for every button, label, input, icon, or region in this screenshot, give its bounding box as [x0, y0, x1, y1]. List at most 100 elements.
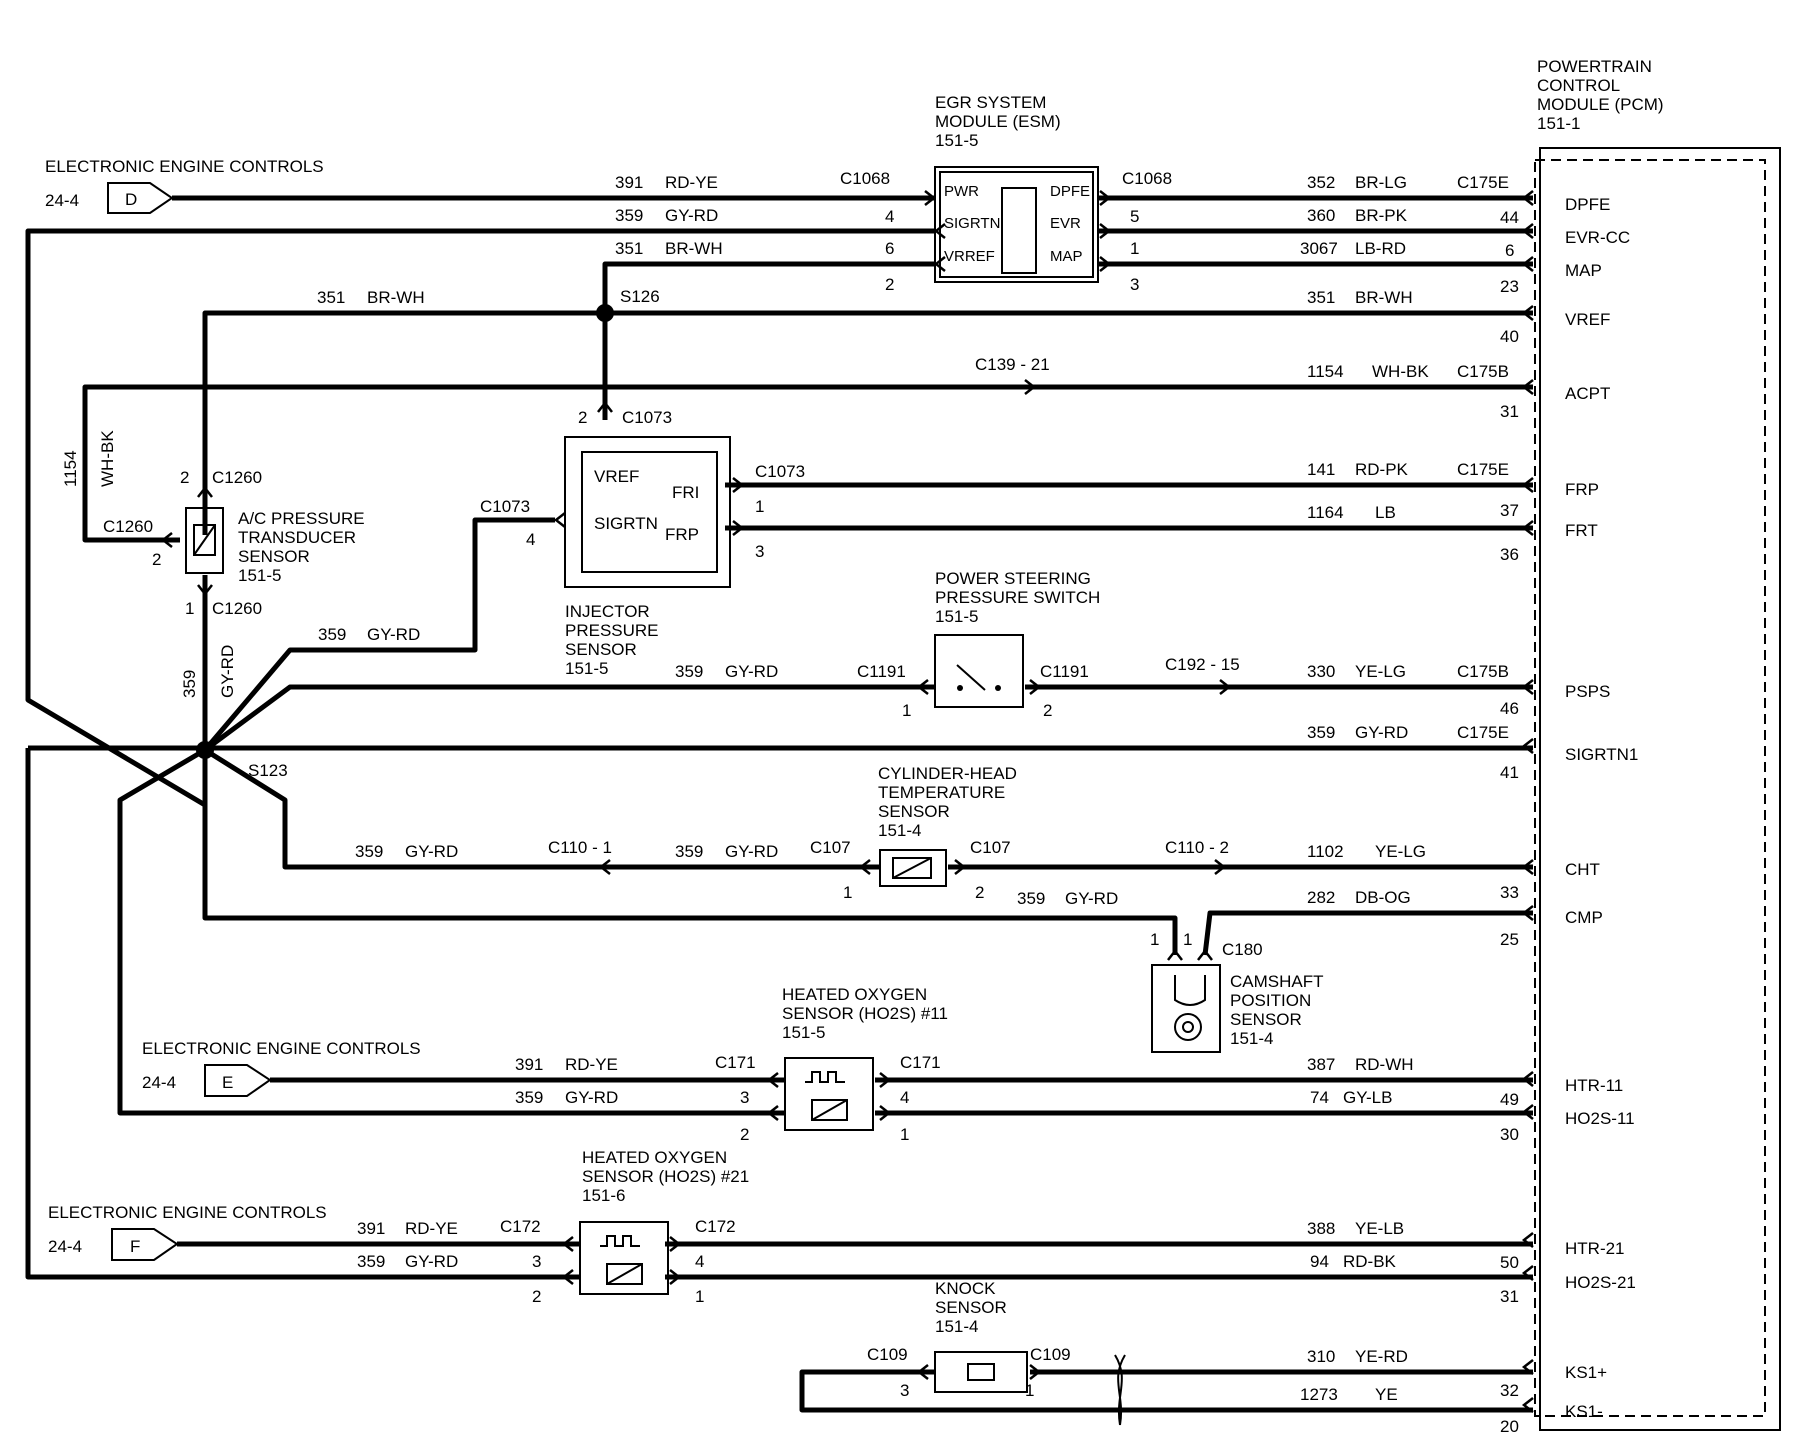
svg-text:RD-PK: RD-PK	[1355, 460, 1409, 479]
pin-evr-cc: EVR-CC	[1565, 228, 1630, 247]
svg-text:1: 1	[843, 883, 852, 902]
svg-text:359: 359	[675, 662, 703, 681]
svg-text:2: 2	[975, 883, 984, 902]
svg-text:151-5: 151-5	[238, 566, 281, 585]
svg-text:74: 74	[1310, 1088, 1329, 1107]
svg-text:3: 3	[1130, 275, 1139, 294]
svg-text:359: 359	[357, 1252, 385, 1271]
svg-text:31: 31	[1500, 1287, 1519, 1306]
svg-text:HEATED OXYGEN: HEATED OXYGEN	[782, 985, 927, 1004]
svg-text:141: 141	[1307, 460, 1335, 479]
svg-text:3: 3	[755, 542, 764, 561]
svg-text:33: 33	[1500, 883, 1519, 902]
svg-text:2: 2	[740, 1125, 749, 1144]
svg-text:94: 94	[1310, 1252, 1329, 1271]
pin-ho2s-21: HO2S-21	[1565, 1273, 1636, 1292]
svg-text:359: 359	[515, 1088, 543, 1107]
svg-text:1: 1	[1025, 1381, 1034, 1400]
svg-text:C1191: C1191	[857, 662, 906, 681]
svg-text:BR-WH: BR-WH	[1355, 288, 1413, 307]
svg-text:ELECTRONIC ENGINE CONTROLS: ELECTRONIC ENGINE CONTROLS	[48, 1203, 327, 1222]
svg-text:360: 360	[1307, 206, 1335, 225]
svg-text:5: 5	[1130, 207, 1139, 226]
svg-text:S123: S123	[248, 761, 288, 780]
svg-text:GY-RD: GY-RD	[218, 645, 237, 698]
svg-text:C1068: C1068	[1122, 169, 1172, 188]
svg-text:ELECTRONIC ENGINE CONTROLS: ELECTRONIC ENGINE CONTROLS	[45, 157, 324, 176]
pin-ks1-minus: KS1-	[1565, 1402, 1603, 1421]
svg-text:DPFE: DPFE	[1050, 183, 1090, 200]
power-steering-switch: POWER STEERING PRESSURE SWITCH 151-5	[934, 569, 1100, 708]
pin-ho2s-11: HO2S-11	[1565, 1109, 1635, 1128]
pin-htr-21: HTR-21	[1565, 1239, 1625, 1258]
svg-text:E: E	[222, 1073, 233, 1092]
svg-text:SENSOR: SENSOR	[878, 802, 950, 821]
svg-text:GY-RD: GY-RD	[405, 842, 458, 861]
svg-text:41: 41	[1500, 763, 1519, 782]
svg-text:40: 40	[1500, 327, 1519, 346]
svg-text:PWR: PWR	[944, 183, 979, 200]
svg-text:6: 6	[885, 239, 894, 258]
source-d: ELECTRONIC ENGINE CONTROLS 24-4 D	[45, 157, 324, 214]
svg-text:4: 4	[885, 207, 894, 226]
svg-text:D: D	[125, 190, 137, 209]
svg-text:1: 1	[755, 497, 764, 516]
svg-text:1: 1	[185, 599, 194, 618]
svg-text:GY-RD: GY-RD	[665, 206, 718, 225]
svg-text:VREF: VREF	[594, 467, 639, 486]
svg-text:F: F	[130, 1237, 140, 1256]
svg-text:391: 391	[515, 1055, 543, 1074]
pin-frp: FRP	[1565, 480, 1599, 499]
svg-text:391: 391	[357, 1219, 385, 1238]
svg-text:C1073: C1073	[755, 462, 805, 481]
svg-text:GY-RD: GY-RD	[1355, 723, 1408, 742]
svg-text:31: 31	[1500, 402, 1519, 421]
svg-text:RD-YE: RD-YE	[565, 1055, 618, 1074]
svg-text:30: 30	[1500, 1125, 1519, 1144]
wires	[25, 195, 1533, 1426]
svg-text:MODULE (ESM): MODULE (ESM)	[935, 112, 1061, 131]
svg-text:359: 359	[1307, 723, 1335, 742]
svg-text:DB-OG: DB-OG	[1355, 888, 1411, 907]
svg-text:1154: 1154	[61, 450, 80, 487]
svg-text:36: 36	[1500, 545, 1519, 564]
svg-text:SENSOR: SENSOR	[565, 640, 637, 659]
svg-text:ELECTRONIC ENGINE CONTROLS: ELECTRONIC ENGINE CONTROLS	[142, 1039, 421, 1058]
svg-text:388: 388	[1307, 1219, 1335, 1238]
svg-text:C175E: C175E	[1457, 723, 1509, 742]
svg-text:4: 4	[526, 530, 535, 549]
svg-text:S126: S126	[620, 287, 660, 306]
svg-text:2: 2	[532, 1287, 541, 1306]
svg-text:310: 310	[1307, 1347, 1335, 1366]
svg-text:C171: C171	[715, 1053, 756, 1072]
svg-text:PRESSURE: PRESSURE	[565, 621, 659, 640]
pin-map: MAP	[1565, 261, 1602, 280]
pin-cht: CHT	[1565, 860, 1600, 879]
svg-text:359: 359	[355, 842, 383, 861]
svg-text:FRI: FRI	[672, 483, 699, 502]
svg-text:C109: C109	[867, 1345, 908, 1364]
pin-htr-11: HTR-11	[1565, 1076, 1623, 1095]
svg-text:BR-WH: BR-WH	[367, 288, 425, 307]
svg-text:C1073: C1073	[622, 408, 672, 427]
svg-text:37: 37	[1500, 501, 1519, 520]
svg-text:2: 2	[1043, 701, 1052, 720]
svg-text:1: 1	[695, 1287, 704, 1306]
svg-text:TEMPERATURE: TEMPERATURE	[878, 783, 1005, 802]
svg-text:C172: C172	[500, 1217, 541, 1236]
pcm-title-4: 151-1	[1537, 114, 1580, 133]
source-e: ELECTRONIC ENGINE CONTROLS 24-4 E	[142, 1039, 421, 1097]
svg-text:EGR SYSTEM: EGR SYSTEM	[935, 93, 1046, 112]
pin-frt: FRT	[1565, 521, 1598, 540]
pcm-title-3: MODULE (PCM)	[1537, 95, 1664, 114]
svg-text:C110 - 2: C110 - 2	[1165, 838, 1229, 857]
esm-module: EGR SYSTEM MODULE (ESM) 151-5 PWR SIGRTN…	[934, 93, 1099, 283]
svg-text:151-5: 151-5	[935, 131, 978, 150]
svg-text:359: 359	[318, 625, 346, 644]
svg-text:FRP: FRP	[665, 525, 699, 544]
svg-text:YE-LG: YE-LG	[1355, 662, 1406, 681]
svg-text:SENSOR: SENSOR	[935, 1298, 1007, 1317]
svg-text:151-5: 151-5	[782, 1023, 825, 1042]
